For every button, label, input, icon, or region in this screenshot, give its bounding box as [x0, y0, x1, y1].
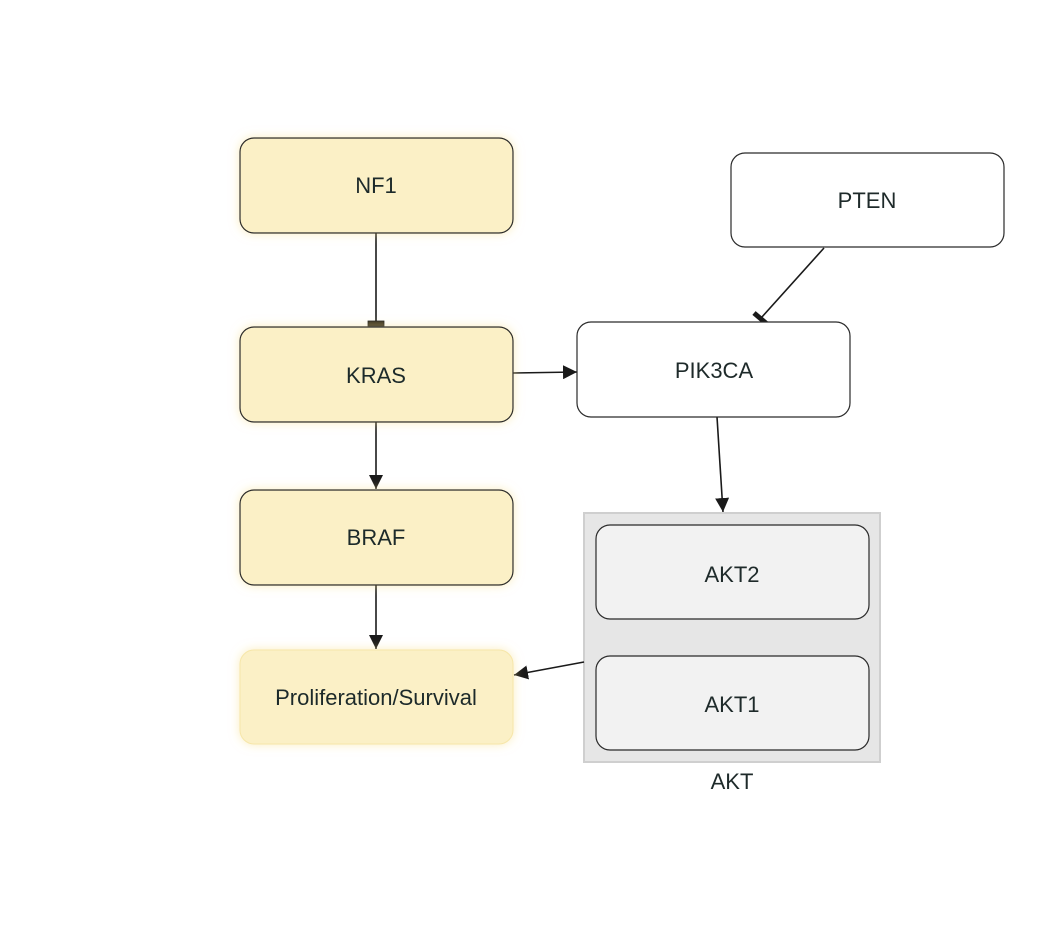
node-akt2[interactable]: AKT2 — [595, 524, 870, 620]
node-pik3ca[interactable]: PIK3CA — [576, 321, 851, 418]
edges — [367, 233, 825, 680]
node-akt2-label: AKT2 — [704, 562, 759, 587]
node-braf[interactable]: BRAF — [239, 489, 514, 586]
node-akt1[interactable]: AKT1 — [595, 655, 870, 751]
node-nf1[interactable]: NF1 — [239, 137, 514, 234]
edge-akt-activates-proliferation — [513, 661, 585, 680]
node-braf-label: BRAF — [347, 525, 406, 550]
edge-pik3ca-activates-akt — [715, 416, 730, 513]
edge-pten-inhibits-pik3ca — [752, 247, 825, 326]
node-kras-label: KRAS — [346, 363, 406, 388]
inhibition-bar-icon — [367, 320, 385, 327]
group-akt-label: AKT — [711, 769, 754, 794]
node-kras[interactable]: KRAS — [239, 326, 514, 423]
node-nf1-label: NF1 — [355, 173, 397, 198]
node-pten-label: PTEN — [838, 188, 897, 213]
edge-kras-activates-pik3ca — [512, 365, 578, 380]
node-akt1-label: AKT1 — [704, 692, 759, 717]
node-pten[interactable]: PTEN — [730, 152, 1005, 248]
node-pik3ca-label: PIK3CA — [675, 358, 754, 383]
edge-nf1-inhibits-kras — [367, 233, 385, 327]
node-proliferation-survival[interactable]: Proliferation/Survival — [239, 649, 514, 745]
node-proliferation-label: Proliferation/Survival — [275, 685, 477, 710]
